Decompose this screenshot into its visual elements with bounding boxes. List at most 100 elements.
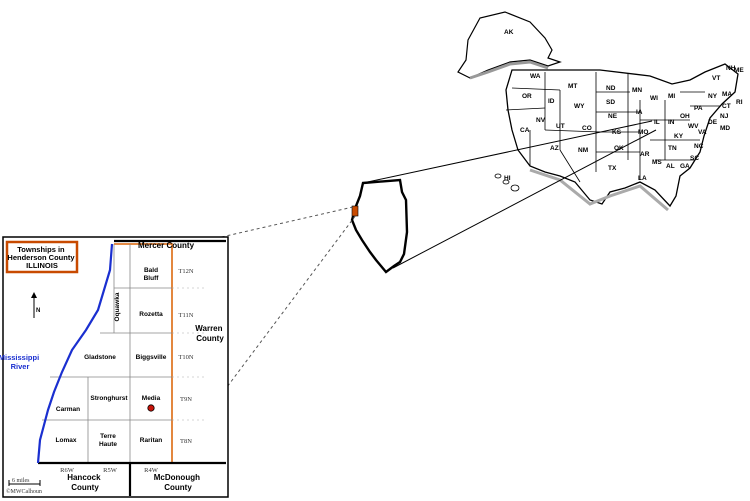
river-label-line1: Mississippi — [0, 353, 39, 362]
township-label-rozetta: Rozetta — [139, 311, 163, 318]
svg-text:Hancock County: Hancock County — [67, 473, 103, 492]
state-label-ky: KY — [674, 133, 684, 140]
state-label-nc: NC — [694, 143, 704, 150]
range-label-r5w: R5W — [103, 467, 118, 474]
warren-county-label-line2: County — [196, 334, 224, 343]
inset-title-line3: ILLINOIS — [26, 261, 58, 270]
state-label-va: VA — [698, 129, 707, 136]
us-map: AK WA OR ID MT ND MN WI MI SD WY NV CA U… — [457, 11, 744, 212]
state-label-id: ID — [548, 98, 555, 105]
state-label-nh: NH — [726, 65, 736, 72]
township-label-bald-bluff-2: Bluff — [144, 275, 160, 282]
zoom-lines-us — [362, 120, 657, 269]
hawaii-shape — [494, 173, 520, 192]
state-label-me: ME — [734, 67, 744, 74]
state-label-wi: WI — [650, 95, 658, 102]
state-label-mt: MT — [568, 83, 577, 90]
hancock-county-label-line2: County — [71, 483, 99, 492]
alaska-shape — [457, 11, 562, 79]
state-label-sc: SC — [690, 155, 699, 162]
state-label-mo: MO — [638, 129, 648, 136]
inset-title-line2: Henderson County — [7, 253, 75, 262]
river-label-line2: River — [11, 362, 30, 371]
state-label-nv: NV — [536, 117, 546, 124]
state-label-ny: NY — [708, 93, 718, 100]
state-label-ri: RI — [736, 99, 743, 106]
state-label-il: IL — [654, 119, 660, 126]
state-county-lines — [38, 239, 226, 496]
state-label-ct: CT — [722, 103, 731, 110]
tier-label-t11n: T11N — [179, 312, 194, 319]
state-label-ks: KS — [612, 129, 622, 136]
media-town-dot — [147, 404, 155, 412]
state-label-wv: WV — [688, 123, 699, 130]
state-label-az: AZ — [550, 145, 559, 152]
township-label-raritan: Raritan — [140, 437, 162, 444]
warren-county-label-line1: Warren — [195, 324, 222, 333]
state-label-vt: VT — [712, 75, 720, 82]
range-label-r4w: R4W — [144, 467, 159, 474]
svg-text:Mississippi River: Mississippi River — [0, 353, 41, 371]
mcdonough-county-label-line2: County — [164, 483, 192, 492]
credit-text: ©MWCalhoun — [6, 488, 42, 495]
township-label-lomax: Lomax — [56, 437, 77, 444]
state-label-wa: WA — [530, 73, 541, 80]
state-label-ak: AK — [504, 29, 514, 36]
state-label-ms: MS — [652, 159, 662, 166]
hancock-county-label-line1: Hancock — [67, 473, 101, 482]
tier-label-t8n: T8N — [180, 438, 192, 445]
state-label-wy: WY — [574, 103, 585, 110]
state-label-ok: OK — [614, 145, 624, 152]
state-label-sd: SD — [606, 99, 615, 106]
state-label-md: MD — [720, 125, 730, 132]
svg-text:6 miles: 6 miles — [12, 478, 30, 484]
township-label-biggsville: Biggsville — [136, 354, 167, 361]
north-arrow-icon: N — [31, 292, 40, 318]
state-label-co: CO — [582, 125, 592, 132]
state-borders — [505, 72, 720, 183]
svg-text:Warren County: Warren County — [195, 324, 225, 343]
state-label-la: LA — [638, 175, 647, 182]
alaska-shadow — [469, 60, 549, 80]
township-label-gladstone: Gladstone — [84, 354, 116, 361]
inset-map: Townships in Henderson County ILLINOIS — [0, 236, 229, 498]
state-label-nm: NM — [578, 147, 588, 154]
township-label-carman: Carman — [56, 406, 80, 413]
zoom-lines-inset — [169, 206, 357, 464]
township-grid — [42, 244, 172, 463]
state-label-ca: CA — [520, 127, 530, 134]
illinois-shape — [350, 178, 409, 274]
township-label-media: Media — [142, 395, 161, 402]
us-mainland-shape — [505, 63, 739, 208]
township-label-terre-haute-1: Terre — [100, 433, 116, 440]
state-label-ar: AR — [640, 151, 650, 158]
state-label-oh: OH — [680, 113, 690, 120]
state-label-mn: MN — [632, 87, 642, 94]
svg-text:McDonough County: McDonough County — [154, 473, 202, 492]
tier-label-t10n: T10N — [178, 354, 193, 361]
state-label-ut: UT — [556, 123, 565, 130]
township-label-terre-haute-2: Haute — [99, 441, 117, 448]
state-label-ga: GA — [680, 163, 690, 170]
state-label-hi: HI — [504, 175, 511, 182]
township-label-bald-bluff-1: Bald — [144, 267, 158, 274]
state-label-tn: TN — [668, 145, 677, 152]
tier-label-t9n: T9N — [180, 396, 192, 403]
mercer-county-label: Mercer County — [138, 241, 195, 250]
range-label-r6w: R6W — [60, 467, 75, 474]
state-label-ia: IA — [636, 109, 643, 116]
mcdonough-county-label-line1: McDonough — [154, 473, 200, 482]
state-label-ne: NE — [608, 113, 618, 120]
inset-title-line1: Townships in — [17, 245, 65, 254]
state-label-or: OR — [522, 93, 532, 100]
state-label-nj: NJ — [720, 113, 729, 120]
inset-title-box — [5, 240, 79, 274]
state-label-tx: TX — [608, 165, 617, 172]
state-label-al: AL — [666, 163, 675, 170]
township-label-stronghurst: Stronghurst — [90, 395, 128, 402]
state-label-pa: PA — [694, 105, 703, 112]
tier-label-t12n: T12N — [178, 268, 193, 275]
state-label-mi: MI — [668, 93, 675, 100]
mississippi-river — [36, 243, 114, 464]
